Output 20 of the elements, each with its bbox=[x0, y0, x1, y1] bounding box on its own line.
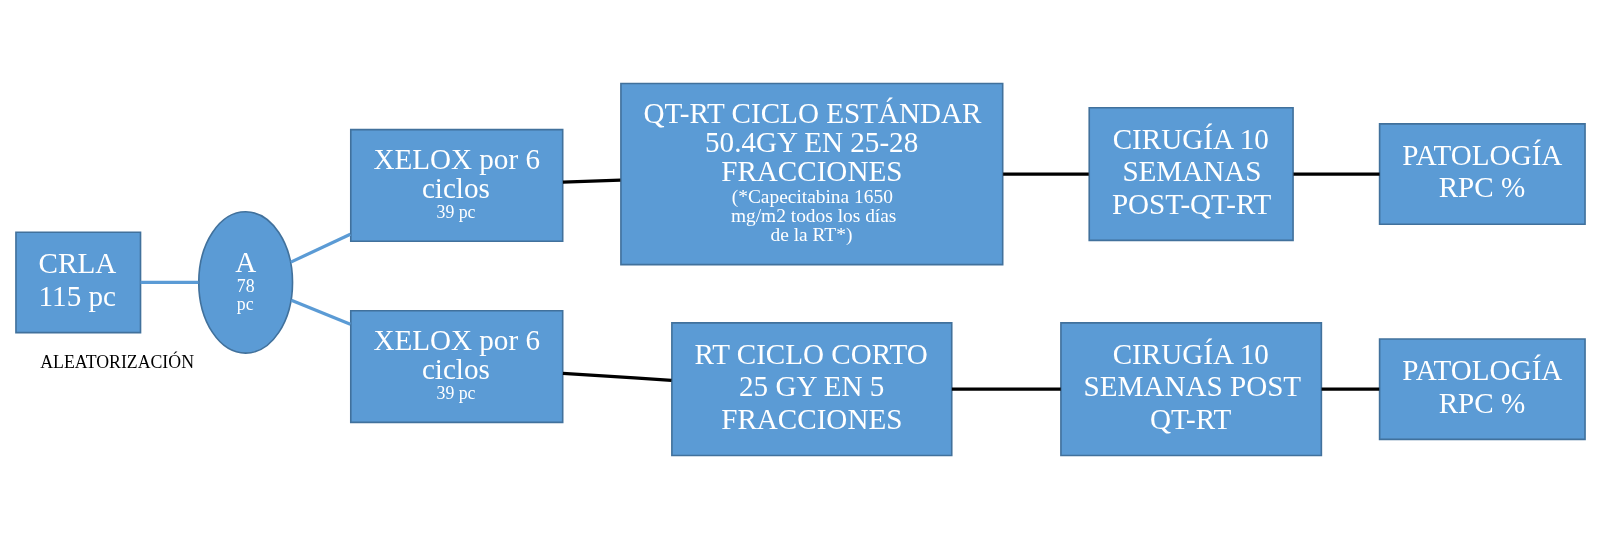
node-box: CRLA 115 pc bbox=[15, 231, 142, 334]
connector bbox=[1321, 387, 1380, 391]
connector bbox=[140, 280, 199, 285]
node-ellipse: A 78 pc bbox=[197, 210, 294, 354]
node-box: CIRUGÍA 10 SEMANAS POST QT-RT bbox=[1060, 322, 1323, 457]
connector bbox=[1003, 172, 1089, 176]
node-box: XELOX por 6 ciclos 39 pc bbox=[349, 309, 564, 424]
connector bbox=[290, 232, 352, 264]
node-box: CIRUGÍA 10 SEMANAS POST-QT-RT bbox=[1088, 106, 1294, 242]
connector bbox=[1293, 172, 1380, 176]
node-box: PATOLOGÍA RPC % bbox=[1378, 123, 1586, 225]
node-box: PATOLOGÍA RPC % bbox=[1378, 338, 1586, 441]
connector bbox=[562, 371, 672, 382]
node-label: ALEATORIZACIÓN bbox=[40, 351, 194, 372]
node-box: XELOX por 6 ciclos 39 pc bbox=[349, 128, 564, 242]
connector bbox=[562, 178, 621, 184]
connector bbox=[290, 298, 351, 326]
connector bbox=[951, 387, 1061, 391]
node-box: RT CICLO CORTO 25 GY EN 5 FRACCIONES bbox=[671, 322, 953, 457]
node-box: QT-RT CICLO ESTÁNDAR 50.4GY EN 25-28 FRACCIONES (*Capecitabina 1650 mg/m2 todos los días de la RT*) bbox=[620, 82, 1004, 266]
